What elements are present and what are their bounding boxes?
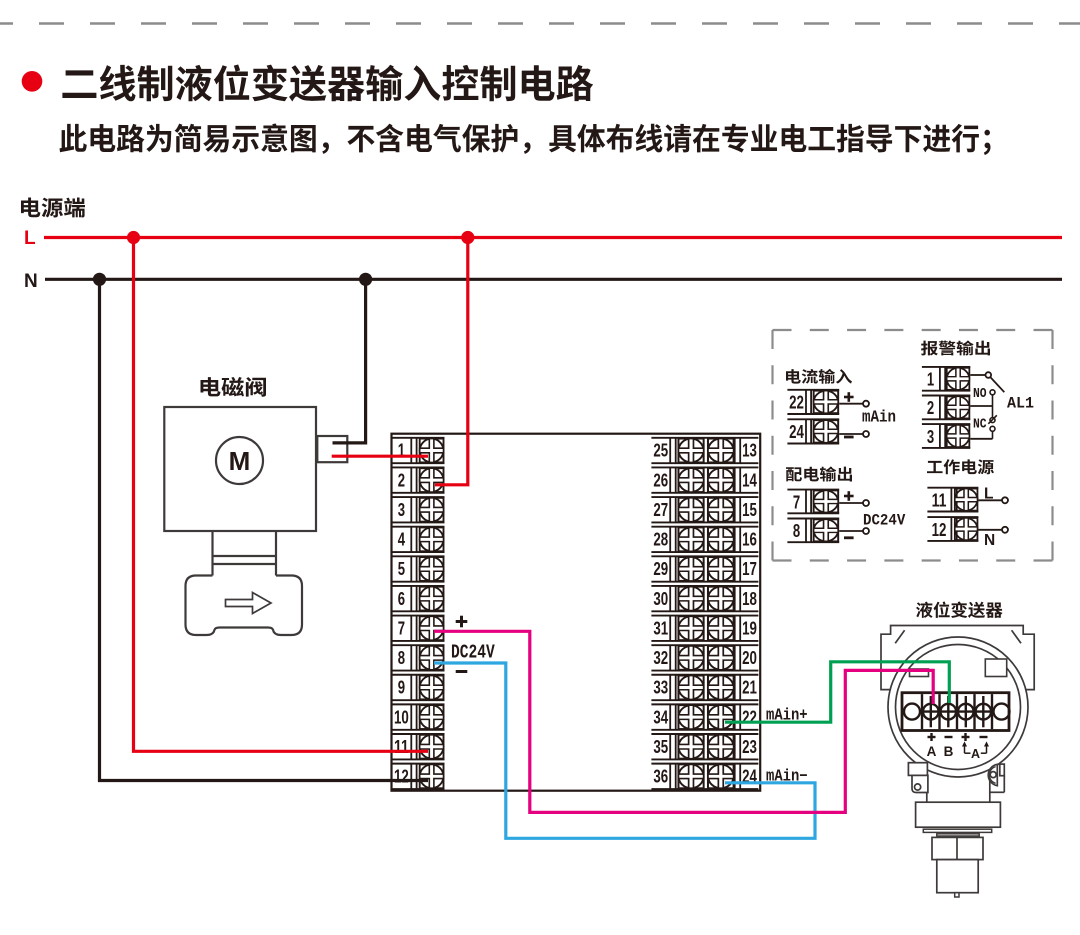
svg-text:A: A (927, 744, 937, 759)
svg-text:28: 28 (653, 529, 668, 550)
svg-text:12: 12 (394, 766, 409, 787)
svg-text:19: 19 (742, 617, 757, 638)
svg-text:DC24V: DC24V (451, 642, 495, 664)
svg-text:9: 9 (398, 677, 405, 698)
svg-text:25: 25 (653, 440, 668, 461)
svg-text:L: L (24, 228, 36, 249)
svg-text:35: 35 (653, 736, 668, 757)
svg-text:36: 36 (653, 766, 668, 787)
svg-text:8: 8 (793, 520, 800, 541)
svg-text:15: 15 (742, 499, 757, 520)
svg-text:mAin−: mAin− (766, 768, 808, 786)
svg-text:11: 11 (394, 736, 409, 757)
svg-text:3: 3 (398, 499, 405, 520)
svg-text:DC24V: DC24V (863, 512, 906, 530)
svg-text:18: 18 (742, 588, 757, 609)
svg-text:26: 26 (653, 469, 668, 490)
svg-text:L: L (984, 486, 993, 503)
svg-text:N: N (984, 532, 995, 549)
svg-text:8: 8 (398, 647, 405, 668)
svg-text:2: 2 (927, 397, 934, 418)
svg-text:21: 21 (742, 677, 757, 698)
svg-text:11: 11 (932, 489, 947, 510)
svg-text:16: 16 (742, 529, 757, 550)
svg-text:3: 3 (927, 426, 934, 447)
svg-text:5: 5 (398, 558, 405, 579)
svg-text:34: 34 (653, 706, 668, 727)
svg-text:1: 1 (398, 440, 405, 461)
svg-text:A: A (971, 747, 980, 761)
svg-text:23: 23 (742, 736, 757, 757)
svg-text:6: 6 (398, 588, 405, 609)
svg-text:29: 29 (653, 558, 668, 579)
svg-text:30: 30 (653, 588, 668, 609)
svg-text:mAin: mAin (862, 409, 896, 428)
svg-text:N: N (24, 271, 38, 292)
svg-text:7: 7 (398, 617, 405, 638)
svg-text:10: 10 (394, 706, 409, 727)
svg-text:12: 12 (932, 519, 947, 540)
svg-text:2: 2 (398, 469, 405, 490)
svg-text:14: 14 (742, 469, 757, 490)
svg-text:22: 22 (742, 706, 757, 727)
svg-text:33: 33 (653, 677, 668, 698)
svg-text:4: 4 (398, 529, 406, 550)
svg-text:mAin+: mAin+ (766, 707, 808, 725)
svg-text:M: M (229, 446, 251, 476)
svg-text:13: 13 (742, 440, 757, 461)
svg-text:24: 24 (789, 421, 804, 442)
svg-text:27: 27 (653, 499, 668, 520)
svg-text:AL1: AL1 (1007, 395, 1034, 413)
svg-text:1: 1 (927, 369, 934, 390)
svg-text:NO: NO (973, 386, 987, 402)
svg-text:17: 17 (742, 558, 757, 579)
svg-text:20: 20 (742, 647, 757, 668)
svg-text:22: 22 (789, 392, 804, 413)
svg-text:NC: NC (973, 417, 987, 433)
svg-text:7: 7 (793, 491, 800, 512)
svg-text:B: B (944, 744, 954, 759)
svg-text:31: 31 (653, 617, 668, 638)
svg-text:32: 32 (653, 647, 668, 668)
